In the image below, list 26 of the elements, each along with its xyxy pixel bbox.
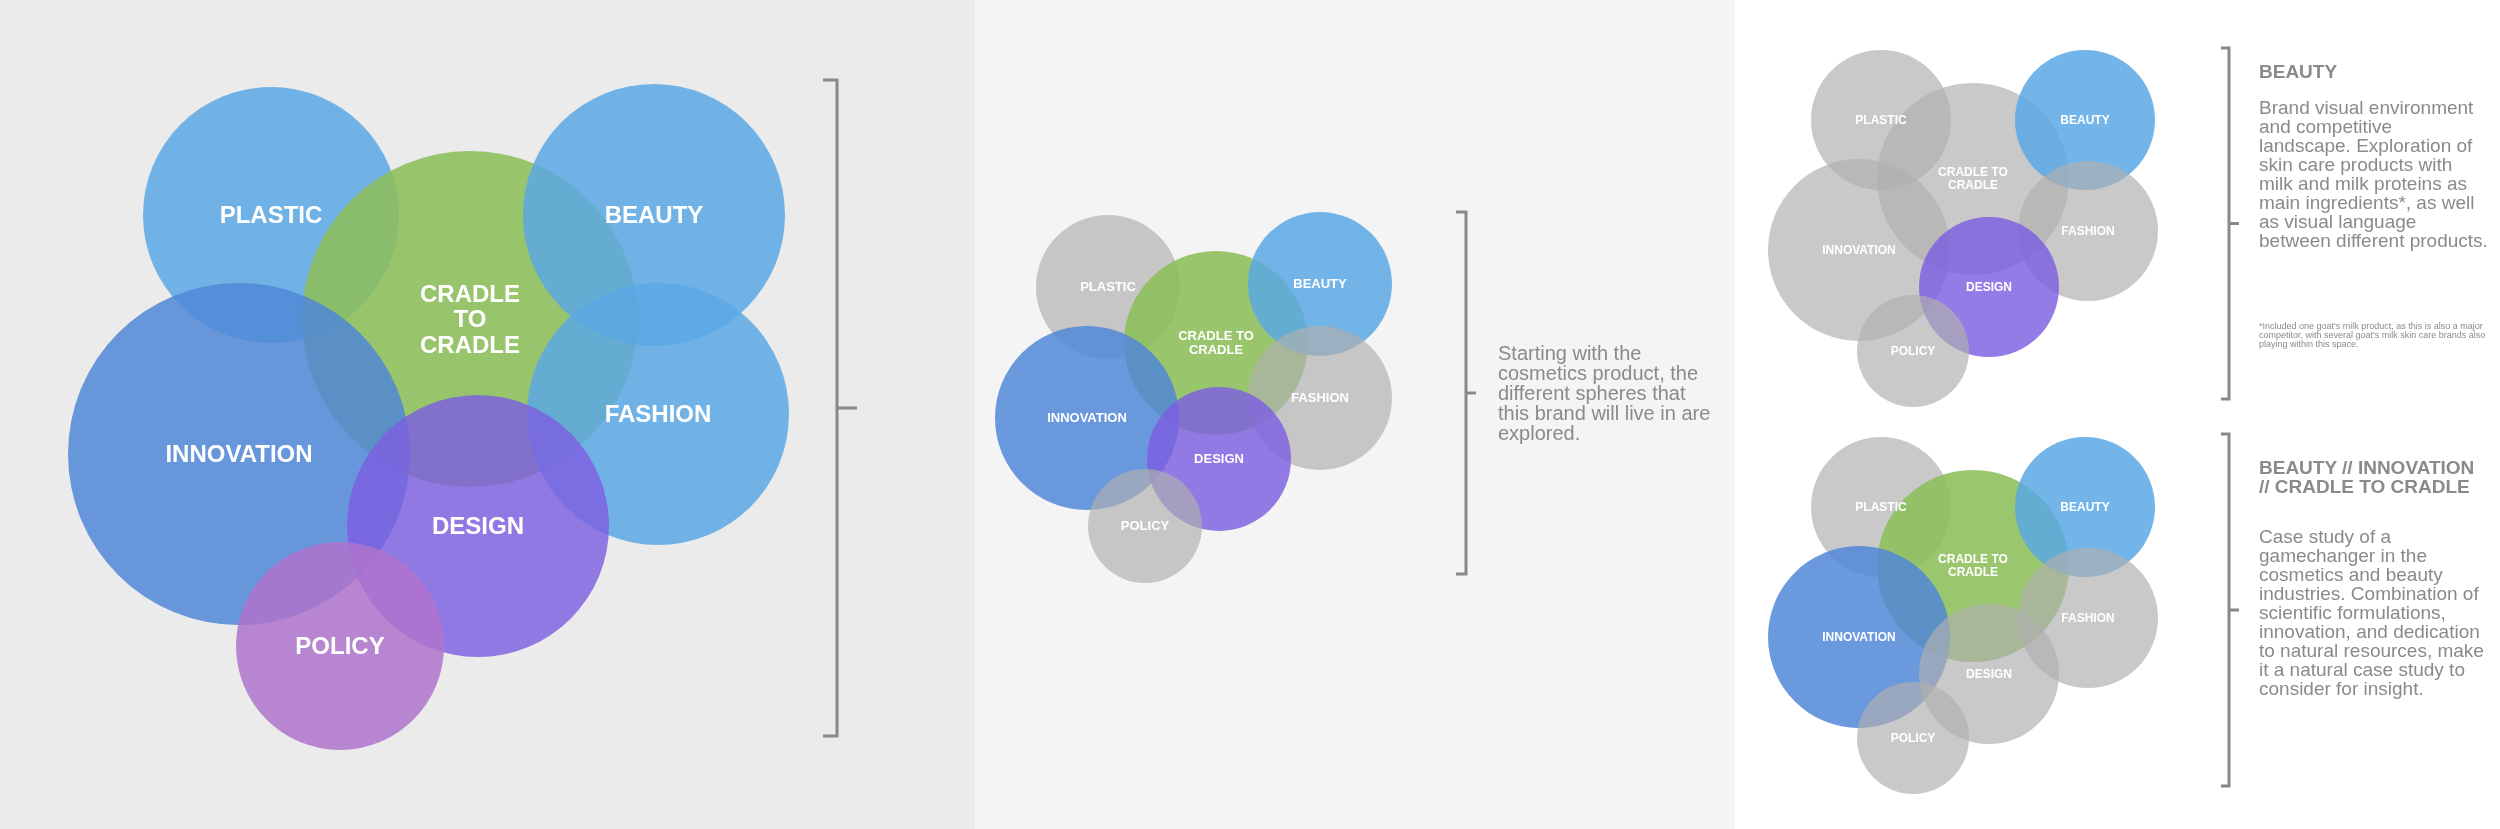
circle-label: BEAUTY [604, 202, 704, 228]
circle-label: CRADLE TO CRADLE [419, 281, 521, 357]
circle-label: BEAUTY [2060, 113, 2110, 127]
circle-label: PLASTIC [1080, 280, 1136, 294]
circle-label: INNOVATION [1822, 630, 1896, 644]
circle-label: INNOVATION [1047, 411, 1127, 425]
circle-label: PLASTIC [219, 202, 323, 228]
footnote-text: *Included one goat's milk product, as this is also a major competitor, with several goat's milk skin care brands also playing within this space. [2259, 322, 2487, 349]
description-text: Brand visual environment and competitive landscape. Exploration of skin care products with milk and milk proteins as main ingredients*, as well as visual language between different products. [2259, 98, 2489, 250]
circle-label: CRADLE TO CRADLE [1177, 329, 1255, 357]
circle-label: INNOVATION [165, 441, 313, 467]
circle-label: DESIGN [1966, 280, 2012, 294]
circle-label: FASHION [604, 401, 712, 427]
description-text: Case study of a gamechanger in the cosmetics and beauty industries. Combination of scientific formulations, innovation, and dedication to natural resources, make it a natural case study to consider for insight. [2259, 527, 2485, 698]
circle-label: DESIGN [1194, 452, 1244, 466]
circle-label: PLASTIC [1855, 113, 1907, 127]
circle-label: CRADLE TO CRADLE [1937, 553, 2009, 579]
circle-label: BEAUTY [2060, 500, 2110, 514]
circle-label: FASHION [1291, 391, 1349, 405]
circle-label: POLICY [295, 633, 385, 659]
description-text: Starting with the cosmetics product, the different spheres that this brand will live in are explored. [1498, 343, 1712, 443]
section-heading: BEAUTY [2259, 62, 2339, 81]
circle-label: BEAUTY [1293, 277, 1347, 291]
circle-label: POLICY [1120, 519, 1170, 533]
section-heading: BEAUTY // INNOVATION // CRADLE TO CRADLE [2259, 458, 2476, 496]
circle-label: DESIGN [432, 513, 524, 539]
